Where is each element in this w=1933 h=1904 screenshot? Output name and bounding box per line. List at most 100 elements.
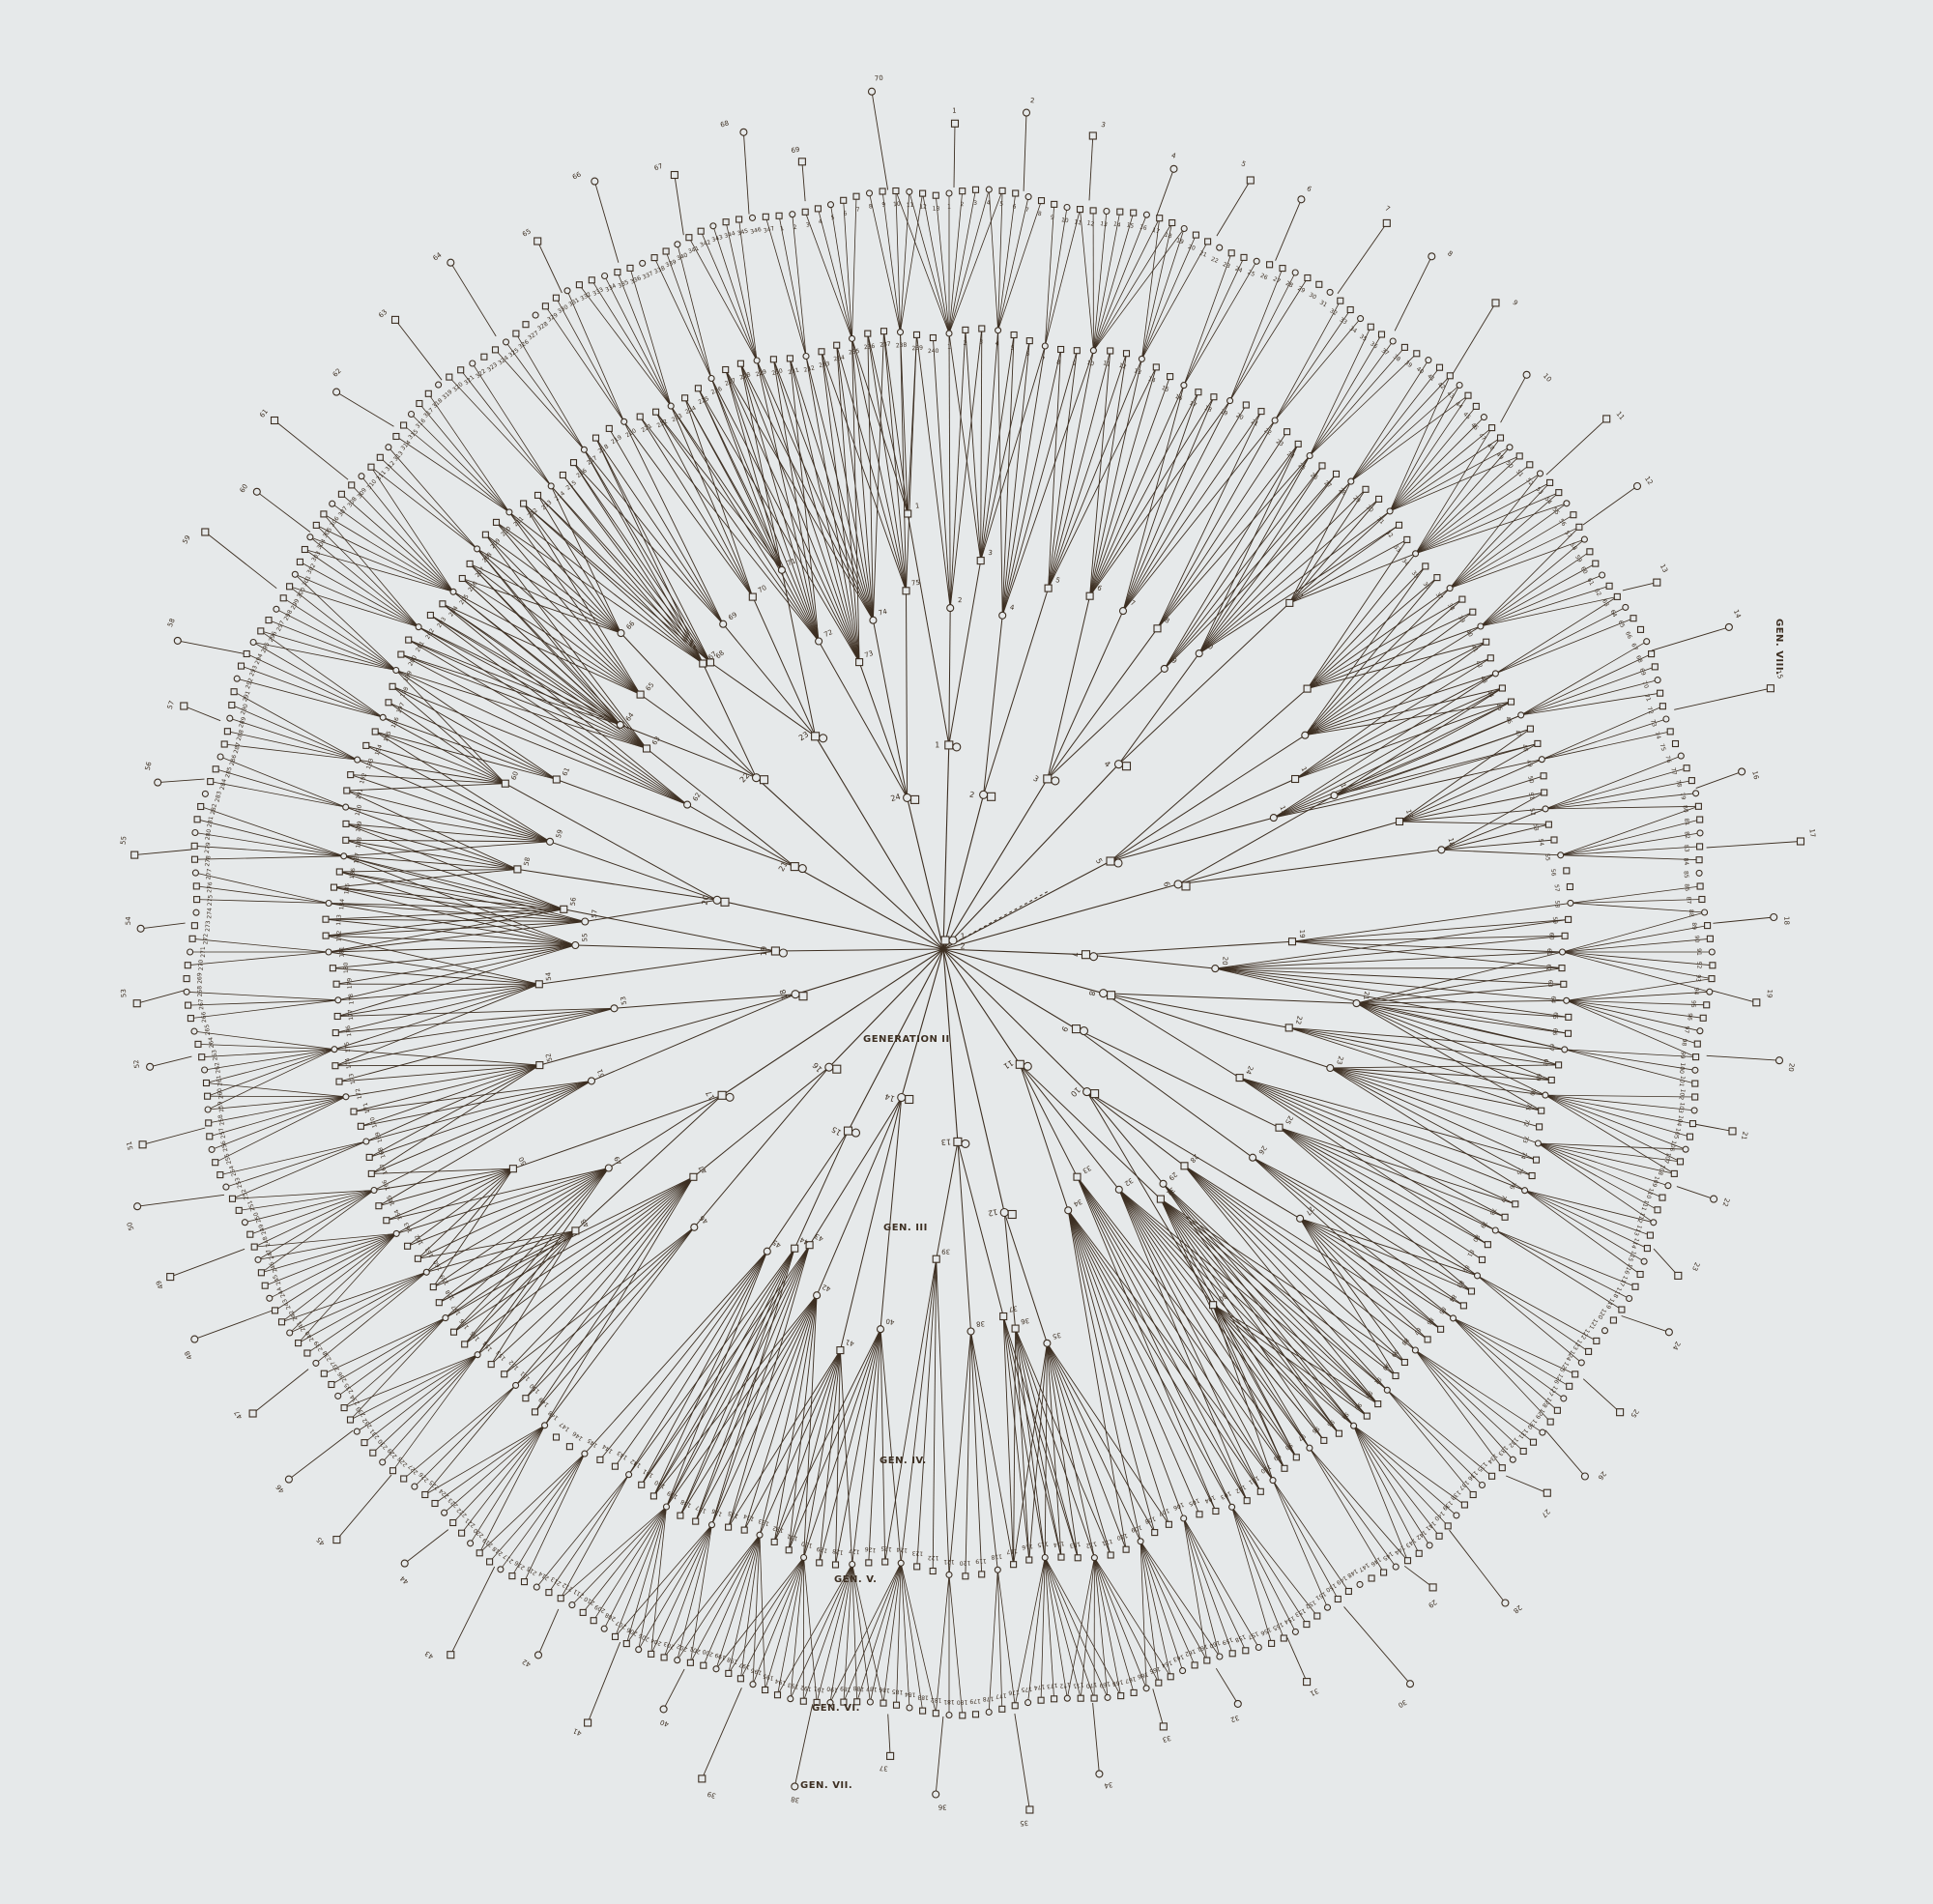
- gen6-fan-line: [445, 1426, 545, 1513]
- ring5-person-141-square-icon: [639, 1482, 645, 1487]
- gen4-fan-line: [1240, 1078, 1537, 1160]
- ring7-person-148-circle-icon: [1357, 1581, 1363, 1587]
- ring7-label: 8: [869, 203, 874, 210]
- ring5-label: 70: [1528, 1087, 1537, 1096]
- gen8-descent-line: [1545, 1430, 1585, 1477]
- gen4-fan-line: [1305, 642, 1486, 736]
- gen8-descent-line: [1338, 223, 1387, 294]
- gen3-descent-line: [1178, 850, 1441, 884]
- ring5-person-15-square-icon: [1168, 374, 1173, 380]
- gen3-person-47-square-icon: [690, 1173, 697, 1180]
- gen8-descent-line: [137, 990, 186, 1003]
- gen6-fan-line: [209, 1097, 346, 1123]
- gen6-fan-line: [192, 938, 329, 952]
- ring7-person-106-circle-icon: [1683, 1146, 1688, 1152]
- gen4-fan-line: [1399, 729, 1530, 822]
- ring7-person-244-circle-icon: [267, 1295, 273, 1301]
- gen4-fan-line: [335, 1065, 539, 1066]
- ring5-label: 195: [383, 730, 393, 742]
- ring7-label: 347: [763, 225, 775, 235]
- ring7-label: 53: [1534, 486, 1544, 496]
- gen3-descent-line: [1104, 994, 1357, 1003]
- gen2-label: 3: [1031, 774, 1040, 784]
- ring5-person-94-circle-icon: [1351, 1423, 1357, 1428]
- gen6-fan-line: [1567, 1000, 1700, 1030]
- ring7-person-330-square-icon: [553, 295, 559, 301]
- ring7-person-80-square-icon: [1695, 803, 1701, 809]
- gen3-label: 19: [1298, 930, 1306, 938]
- ring5-label: 165: [386, 1194, 396, 1206]
- gen3-person-5-square-icon: [1045, 585, 1052, 591]
- generation-5-label: GEN. V.: [834, 1574, 877, 1585]
- ring7-person-64-circle-icon: [1623, 604, 1629, 610]
- ring7-label: 71: [1643, 693, 1652, 703]
- gen6-fan-line: [605, 276, 672, 407]
- gen4-fan-line: [1280, 1128, 1483, 1260]
- ring5-person-93-square-icon: [1364, 1413, 1370, 1419]
- gen6-fan-line: [630, 268, 671, 406]
- gen6-fan-line: [290, 1272, 427, 1333]
- ring7-label: 89: [1690, 922, 1697, 930]
- ring5-person-163-circle-icon: [393, 1230, 399, 1236]
- ring7-person-60-square-icon: [1593, 561, 1599, 566]
- ring7-person-236-square-icon: [329, 1382, 334, 1388]
- ring7-person-325-circle-icon: [504, 339, 509, 345]
- ring5-label: 230: [771, 367, 784, 377]
- ring7-person-6-square-icon: [1013, 190, 1019, 196]
- gen3-person-27-circle-icon: [1297, 1215, 1304, 1222]
- gen6-fan-line: [1481, 527, 1579, 626]
- ring5-label: 143: [616, 1449, 629, 1460]
- ring7-label: 207: [615, 1619, 628, 1630]
- ring7-person-11-circle-icon: [907, 188, 912, 194]
- gen8-descent-line: [336, 1475, 391, 1540]
- ring5-person-189-square-icon: [343, 821, 349, 826]
- ring7-person-180-square-icon: [960, 1713, 966, 1718]
- gen3-label: 59: [555, 828, 564, 839]
- gen4-fan-line: [1399, 822, 1548, 824]
- outer-label: 36: [938, 1803, 947, 1811]
- gen6-fan-line: [896, 191, 901, 332]
- ring5-person-106-circle-icon: [1181, 1515, 1187, 1521]
- ring5-label: 152: [507, 1359, 520, 1371]
- ring7-label: 72: [1646, 707, 1655, 716]
- gen4-fan-line: [418, 627, 620, 725]
- gen3-person-44-square-icon: [792, 1245, 798, 1252]
- ring7-label: 242: [288, 1309, 300, 1322]
- gen3-person-9-circle-icon: [1161, 665, 1168, 672]
- ring5-label: 178: [348, 994, 356, 1005]
- ring5-person-200-square-icon: [398, 651, 404, 657]
- ring7-label: 334: [604, 282, 618, 294]
- gen2-person-7-square-icon: [1082, 951, 1090, 959]
- outer-label: 35: [1020, 1819, 1029, 1828]
- gen6-fan-line: [501, 1454, 585, 1570]
- ring7-label: 15: [1126, 221, 1135, 230]
- gen4-fan-line: [1215, 936, 1565, 968]
- gen4-fan-line: [998, 331, 1003, 616]
- gen3-descent-line: [984, 616, 1003, 795]
- ring7-label: 243: [281, 1297, 293, 1311]
- gen4-fan-line: [418, 1168, 608, 1259]
- ring7-person-25-circle-icon: [1254, 258, 1259, 264]
- ring5-person-71-square-icon: [1539, 1108, 1544, 1113]
- gen6-fan-line: [383, 1355, 477, 1462]
- ring7-person-35-square-icon: [1368, 324, 1373, 330]
- ring7-person-53-square-icon: [1547, 479, 1553, 485]
- outer-label: 32: [1229, 1714, 1240, 1724]
- ring5-label: 130: [800, 1540, 813, 1549]
- ring7-person-258-square-icon: [206, 1120, 212, 1126]
- ring7-label: 158: [1233, 1632, 1246, 1643]
- ring5-label: 235: [848, 348, 860, 357]
- gen3-descent-line: [1020, 1064, 1068, 1210]
- gen4-fan-line: [933, 338, 950, 609]
- gen4-fan-line: [1357, 952, 1563, 1003]
- ring7-person-250-circle-icon: [242, 1220, 247, 1226]
- gen4-fan-line: [981, 341, 1030, 561]
- ring5-label: 154: [481, 1340, 494, 1352]
- ring7-person-47-square-icon: [1489, 425, 1495, 431]
- gen3-descent-line: [710, 662, 816, 736]
- gen4-fan-line: [535, 1177, 694, 1412]
- gen8-descent-line: [1157, 169, 1174, 216]
- ring7-label: 277: [205, 868, 213, 880]
- generation-3-label: GEN. III: [883, 1223, 928, 1233]
- ring7-person-113-square-icon: [1647, 1232, 1653, 1238]
